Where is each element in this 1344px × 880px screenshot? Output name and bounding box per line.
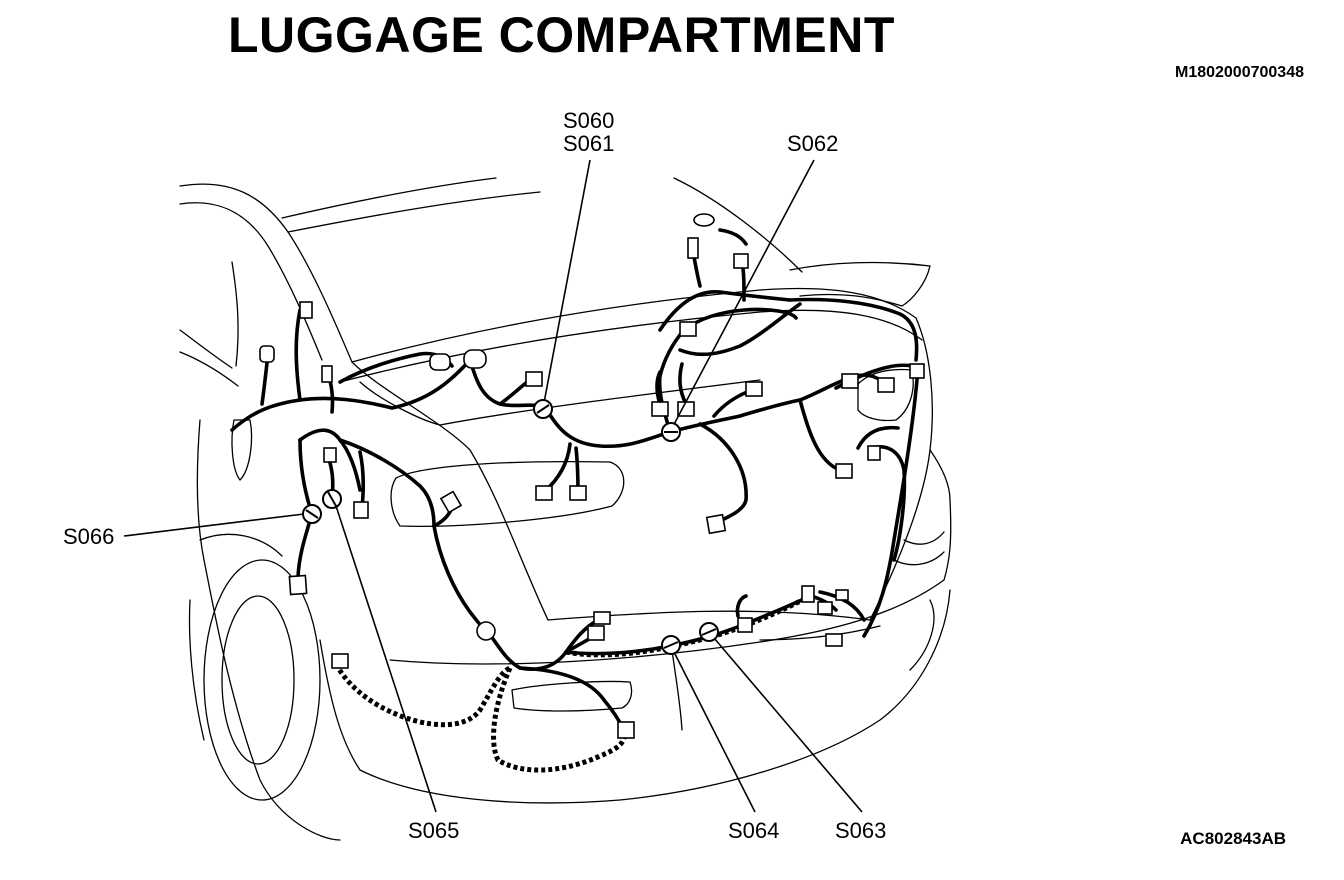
callout-s063: S063 (699, 622, 886, 843)
callout-s064: S064 (661, 635, 779, 843)
figure-reference-code: M1802000700348 (1174, 64, 1304, 81)
label-s064: S064 (728, 818, 779, 843)
illustration-code: AC802843AB (1180, 829, 1286, 848)
connectors (259, 213, 925, 739)
label-s060: S060 (563, 108, 614, 133)
label-s062: S062 (787, 131, 838, 156)
callout-s065: S065 (322, 489, 459, 843)
label-s061: S061 (563, 131, 614, 156)
callout-s066: S066 (63, 504, 322, 549)
label-s063: S063 (835, 818, 886, 843)
label-s065: S065 (408, 818, 459, 843)
callout-s062: S062 (661, 131, 838, 442)
vehicle-body-outline (179, 177, 952, 841)
callout-s060-s061: S060 S061 (533, 108, 614, 419)
label-s066: S066 (63, 524, 114, 549)
diagram-title: LUGGAGE COMPARTMENT (228, 7, 895, 63)
